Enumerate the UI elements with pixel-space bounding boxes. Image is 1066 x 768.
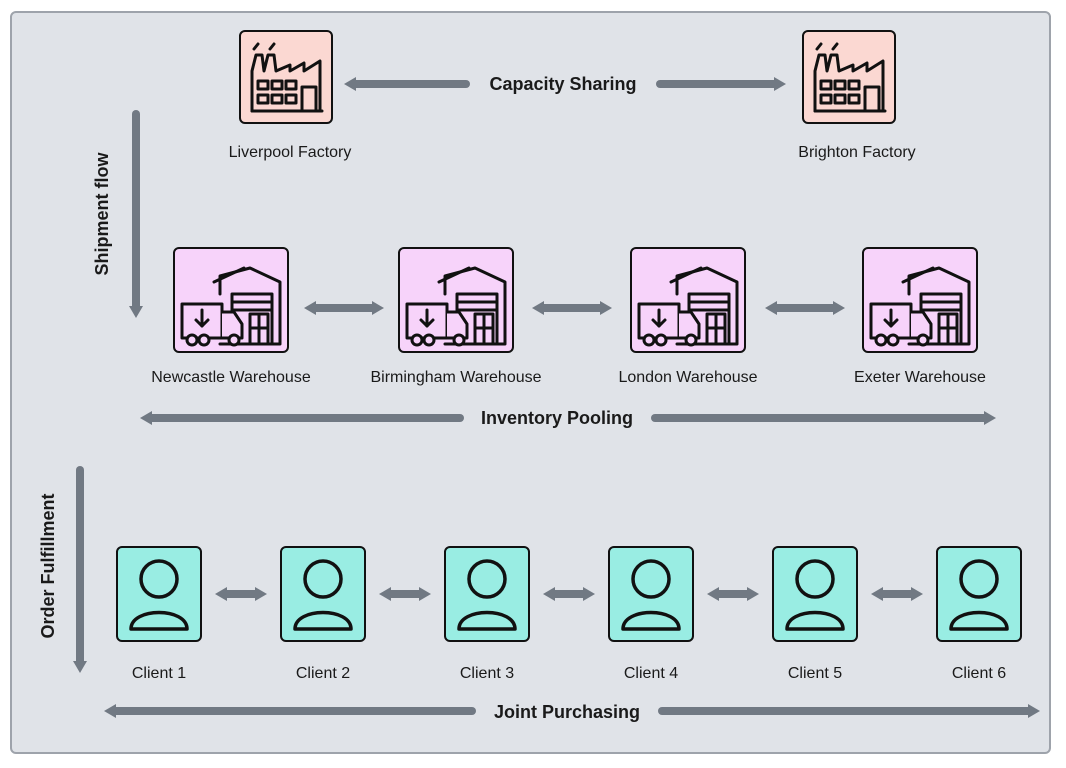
capacity-arrow-right bbox=[656, 77, 786, 91]
warehouse-link-arrow-3 bbox=[765, 301, 845, 315]
shipment-flow-label: Shipment flow bbox=[92, 152, 112, 276]
client-node: Client 5 bbox=[771, 545, 859, 682]
client-label: Client 6 bbox=[952, 665, 1006, 682]
warehouse-label: Exeter Warehouse bbox=[854, 369, 986, 386]
client-label: Client 4 bbox=[624, 665, 678, 682]
order-fulfillment-label: Order Fulfillment bbox=[38, 493, 58, 638]
nodes-layer: Liverpool Factory Brighton FactoryNewcast… bbox=[115, 29, 1023, 682]
purchasing-arrow-left bbox=[104, 704, 476, 718]
user-icon bbox=[935, 545, 1023, 643]
warehouse-truck-icon bbox=[861, 246, 979, 354]
arrows-layer bbox=[73, 77, 1040, 718]
client-node: Client 2 bbox=[279, 545, 367, 682]
user-icon bbox=[443, 545, 531, 643]
client-link-arrow-4 bbox=[707, 587, 759, 601]
order-fulfillment-arrow bbox=[73, 466, 87, 673]
client-label: Client 1 bbox=[132, 665, 186, 682]
factory-icon bbox=[238, 29, 334, 125]
warehouse-truck-icon bbox=[172, 246, 290, 354]
client-link-arrow-5 bbox=[871, 587, 923, 601]
warehouse-truck-icon bbox=[629, 246, 747, 354]
joint-purchasing-label: Joint Purchasing bbox=[494, 702, 640, 722]
user-icon bbox=[607, 545, 695, 643]
warehouse-link-arrow-2 bbox=[532, 301, 612, 315]
capacity-sharing-label: Capacity Sharing bbox=[489, 74, 636, 94]
pooling-arrow-right bbox=[651, 411, 996, 425]
warehouse-label: Birmingham Warehouse bbox=[370, 369, 541, 386]
pooling-arrow-left bbox=[140, 411, 464, 425]
warehouse-label: London Warehouse bbox=[618, 369, 757, 386]
warehouse-node: Birmingham Warehouse bbox=[370, 246, 542, 386]
warehouse-node: London Warehouse bbox=[618, 246, 758, 386]
capacity-arrow-left bbox=[344, 77, 470, 91]
client-link-arrow-3 bbox=[543, 587, 595, 601]
factory-icon bbox=[801, 29, 897, 125]
client-link-arrow-1 bbox=[215, 587, 267, 601]
client-label: Client 2 bbox=[296, 665, 350, 682]
inventory-pooling-label: Inventory Pooling bbox=[481, 408, 633, 428]
warehouse-link-arrow-1 bbox=[304, 301, 384, 315]
factory-node: Liverpool Factory bbox=[229, 29, 352, 161]
warehouse-node: Exeter Warehouse bbox=[854, 246, 986, 386]
user-icon bbox=[279, 545, 367, 643]
client-node: Client 4 bbox=[607, 545, 695, 682]
user-icon bbox=[115, 545, 203, 643]
client-node: Client 6 bbox=[935, 545, 1023, 682]
shipment-flow-arrow bbox=[129, 110, 143, 318]
client-label: Client 5 bbox=[788, 665, 842, 682]
client-node: Client 3 bbox=[443, 545, 531, 682]
user-icon bbox=[771, 545, 859, 643]
warehouse-truck-icon bbox=[397, 246, 515, 354]
factory-label: Brighton Factory bbox=[798, 144, 915, 161]
client-link-arrow-2 bbox=[379, 587, 431, 601]
client-label: Client 3 bbox=[460, 665, 514, 682]
factory-node: Brighton Factory bbox=[798, 29, 916, 161]
purchasing-arrow-right bbox=[658, 704, 1040, 718]
warehouse-label: Newcastle Warehouse bbox=[151, 369, 311, 386]
factory-label: Liverpool Factory bbox=[229, 144, 352, 161]
warehouse-node: Newcastle Warehouse bbox=[151, 246, 311, 386]
client-node: Client 1 bbox=[115, 545, 203, 682]
